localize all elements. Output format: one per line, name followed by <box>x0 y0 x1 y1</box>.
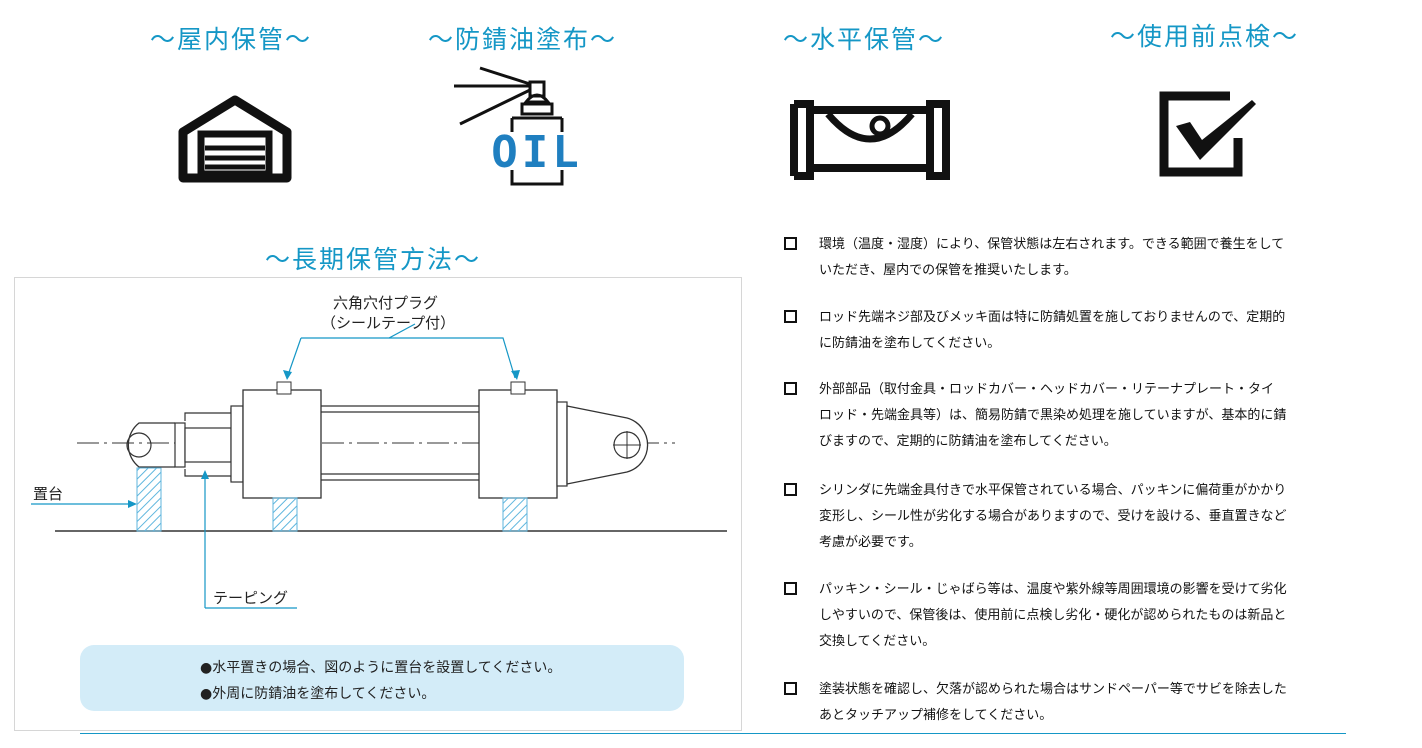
plug-label-line1: 六角穴付プラグ <box>333 294 439 312</box>
bottom-divider <box>80 733 1346 734</box>
square-bullet-icon <box>784 310 797 323</box>
plug-label-line2: （シールテープ付） <box>321 314 456 332</box>
heading-indoor-storage: ～屋内保管～ <box>150 25 313 54</box>
oil-spray-icon: OIL <box>454 66 582 186</box>
garage-icon <box>178 95 292 183</box>
square-bullet-icon <box>784 682 797 695</box>
square-bullet-icon <box>784 237 797 250</box>
oil-label: OIL <box>491 127 582 178</box>
heading-pre-use-inspection: ～使用前点検～ <box>1110 22 1300 51</box>
cylinder-drawing <box>31 323 727 609</box>
square-bullet-icon <box>784 582 797 595</box>
note-line-2: ●外周に防錆油を塗布してください。 <box>200 686 436 702</box>
stand-label: 置台 <box>33 485 64 503</box>
heading-horizontal-storage: ～水平保管～ <box>783 25 946 54</box>
heading-long-term-storage: ～長期保管方法～ <box>265 245 482 274</box>
square-bullet-icon <box>784 382 797 395</box>
square-bullet-icon <box>784 483 797 496</box>
taping-label: テーピング <box>213 589 289 607</box>
level-icon <box>790 100 950 180</box>
note-box: ●水平置きの場合、図のように置台を設置してください。 ●外周に防錆油を塗布してく… <box>80 645 684 711</box>
heading-antirust-oil: ～防錆油塗布～ <box>428 25 618 54</box>
checkbox-icon <box>1159 91 1256 177</box>
note-line-1: ●水平置きの場合、図のように置台を設置してください。 <box>200 660 562 676</box>
